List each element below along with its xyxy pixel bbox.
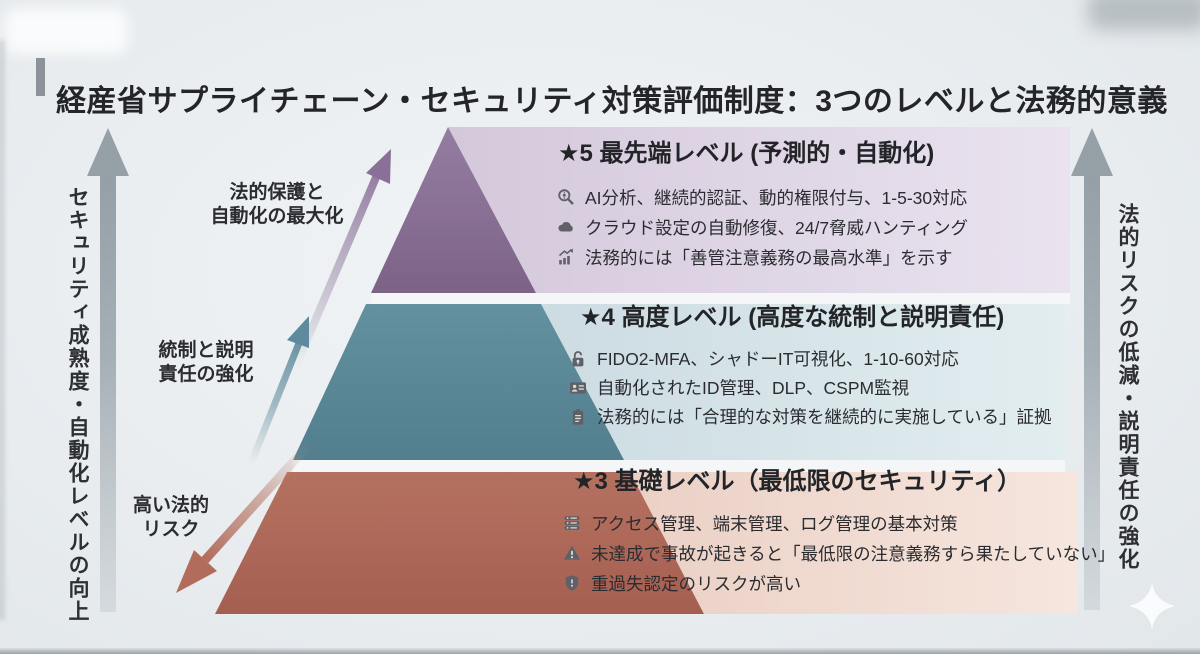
annotation-line: 統制と説明 — [158, 340, 254, 361]
annotation-legal-protection: 法的保護と 自動化の最大化 — [192, 181, 362, 228]
pyramid-level4-shape — [293, 304, 624, 460]
right-axis-label: 法的リスクの低減・説明責任の強化 — [1116, 203, 1139, 571]
annotation-line: 高い法的 — [132, 495, 209, 516]
level4-title: ★4 高度レベル (高度な統制と説明責任) — [580, 304, 1005, 331]
bullet-text: 法務的には「善管注意義務の最高水準」を示す — [585, 247, 953, 268]
level4-panel: ★4 高度レベル (高度な統制と説明責任) FIDO2-MFA、シャドーIT可視… — [568, 302, 1051, 431]
level3-bullet-2: 未達成で事故が起きると「最低限の注意義務すら果たしていない」 — [562, 538, 1115, 568]
ai-scan-icon — [558, 189, 574, 205]
shield-alert-icon — [565, 575, 579, 591]
level-gap — [371, 293, 1070, 304]
server-icon — [564, 516, 580, 530]
annotation-governance: 統制と説明 責任の強化 — [121, 339, 291, 386]
id-card-icon — [570, 381, 586, 394]
level5-title: ★5 最先端レベル (予測的・自動化) — [558, 140, 935, 167]
level3-panel: ★3 基礎レベル（最低限のセキュリティ） アクセス管理、端末管理、ログ管理の基本… — [562, 466, 1115, 598]
level4-up-arrow-icon — [246, 316, 309, 468]
level4-bullet-2: 自動化されたID管理、DLP、CSPM監視 — [568, 373, 1051, 402]
level3-title: ★3 基礎レベル（最低限のセキュリティ） — [573, 468, 1022, 495]
annotation-line: 責任の強化 — [158, 363, 254, 385]
bullet-text: 自動化されたID管理、DLP、CSPM監視 — [597, 378, 910, 398]
level3-down-arrow-icon — [176, 439, 314, 593]
cloud-icon — [558, 221, 573, 232]
page-title: 経産省サプライチェーン・セキュリティ対策評価制度：3つのレベルと法務的意義 — [56, 85, 1168, 119]
bullet-text: FIDO2-MFA、シャドーIT可視化、1-10-60対応 — [597, 349, 959, 369]
pyramid-level5-shape — [371, 127, 536, 293]
level5-panel: ★5 最先端レベル (予測的・自動化) AI分析、継続的認証、動的権限付与、1-… — [556, 138, 968, 272]
left-axis-label: セキュリティ成熟度・自動化レベルの向上 — [66, 186, 89, 623]
annotation-line: 法的保護と — [229, 182, 325, 203]
bullet-text: クラウド設定の自動修復、24/7脅威ハンティング — [585, 217, 969, 238]
level4-band — [541, 304, 1065, 460]
level5-bullet-3: 法務的には「善管注意義務の最高水準」を示す — [556, 242, 968, 272]
annotation-line: 自動化の最大化 — [210, 205, 344, 227]
level3-band — [630, 472, 1078, 614]
level-gap — [293, 460, 1065, 472]
maturity-axis-arrow-icon — [87, 128, 129, 612]
annotation-line: リスク — [142, 518, 200, 540]
lock-icon — [572, 350, 584, 366]
risk-axis-arrow-icon — [1071, 128, 1113, 610]
warning-icon — [563, 545, 581, 560]
growth-chart-icon — [558, 248, 573, 265]
level5-bullet-2: クラウド設定の自動修復、24/7脅威ハンティング — [556, 212, 968, 242]
bullet-text: 法務的には「合理的な対策を継続的に実施している」証拠 — [597, 407, 1052, 427]
level3-bullet-3: 重過失認定のリスクが高い — [562, 568, 1115, 598]
level3-bullet-1: アクセス管理、端末管理、ログ管理の基本対策 — [562, 508, 1115, 538]
level5-up-arrow-icon — [291, 149, 391, 370]
bullet-text: 重過失認定のリスクが高い — [591, 573, 801, 594]
level4-bullet-3: 法務的には「合理的な対策を継続的に実施している」証拠 — [568, 402, 1051, 431]
clipboard-icon — [572, 408, 584, 425]
bullet-text: アクセス管理、端末管理、ログ管理の基本対策 — [591, 513, 958, 534]
pyramid-level3-shape — [215, 472, 704, 614]
level5-bullet-1: AI分析、継続的認証、動的権限付与、1-5-30対応 — [556, 182, 968, 212]
title-accent-bar — [36, 58, 45, 96]
level5-band — [448, 127, 1070, 293]
level4-bullet-1: FIDO2-MFA、シャドーIT可視化、1-10-60対応 — [568, 344, 1051, 373]
sparkle-icon — [1129, 583, 1175, 629]
bullet-text: AI分析、継続的認証、動的権限付与、1-5-30対応 — [585, 187, 968, 208]
bullet-text: 未達成で事故が起きると「最低限の注意義務すら果たしていない」 — [591, 543, 1116, 564]
annotation-high-risk: 高い法的 リスク — [86, 494, 256, 541]
